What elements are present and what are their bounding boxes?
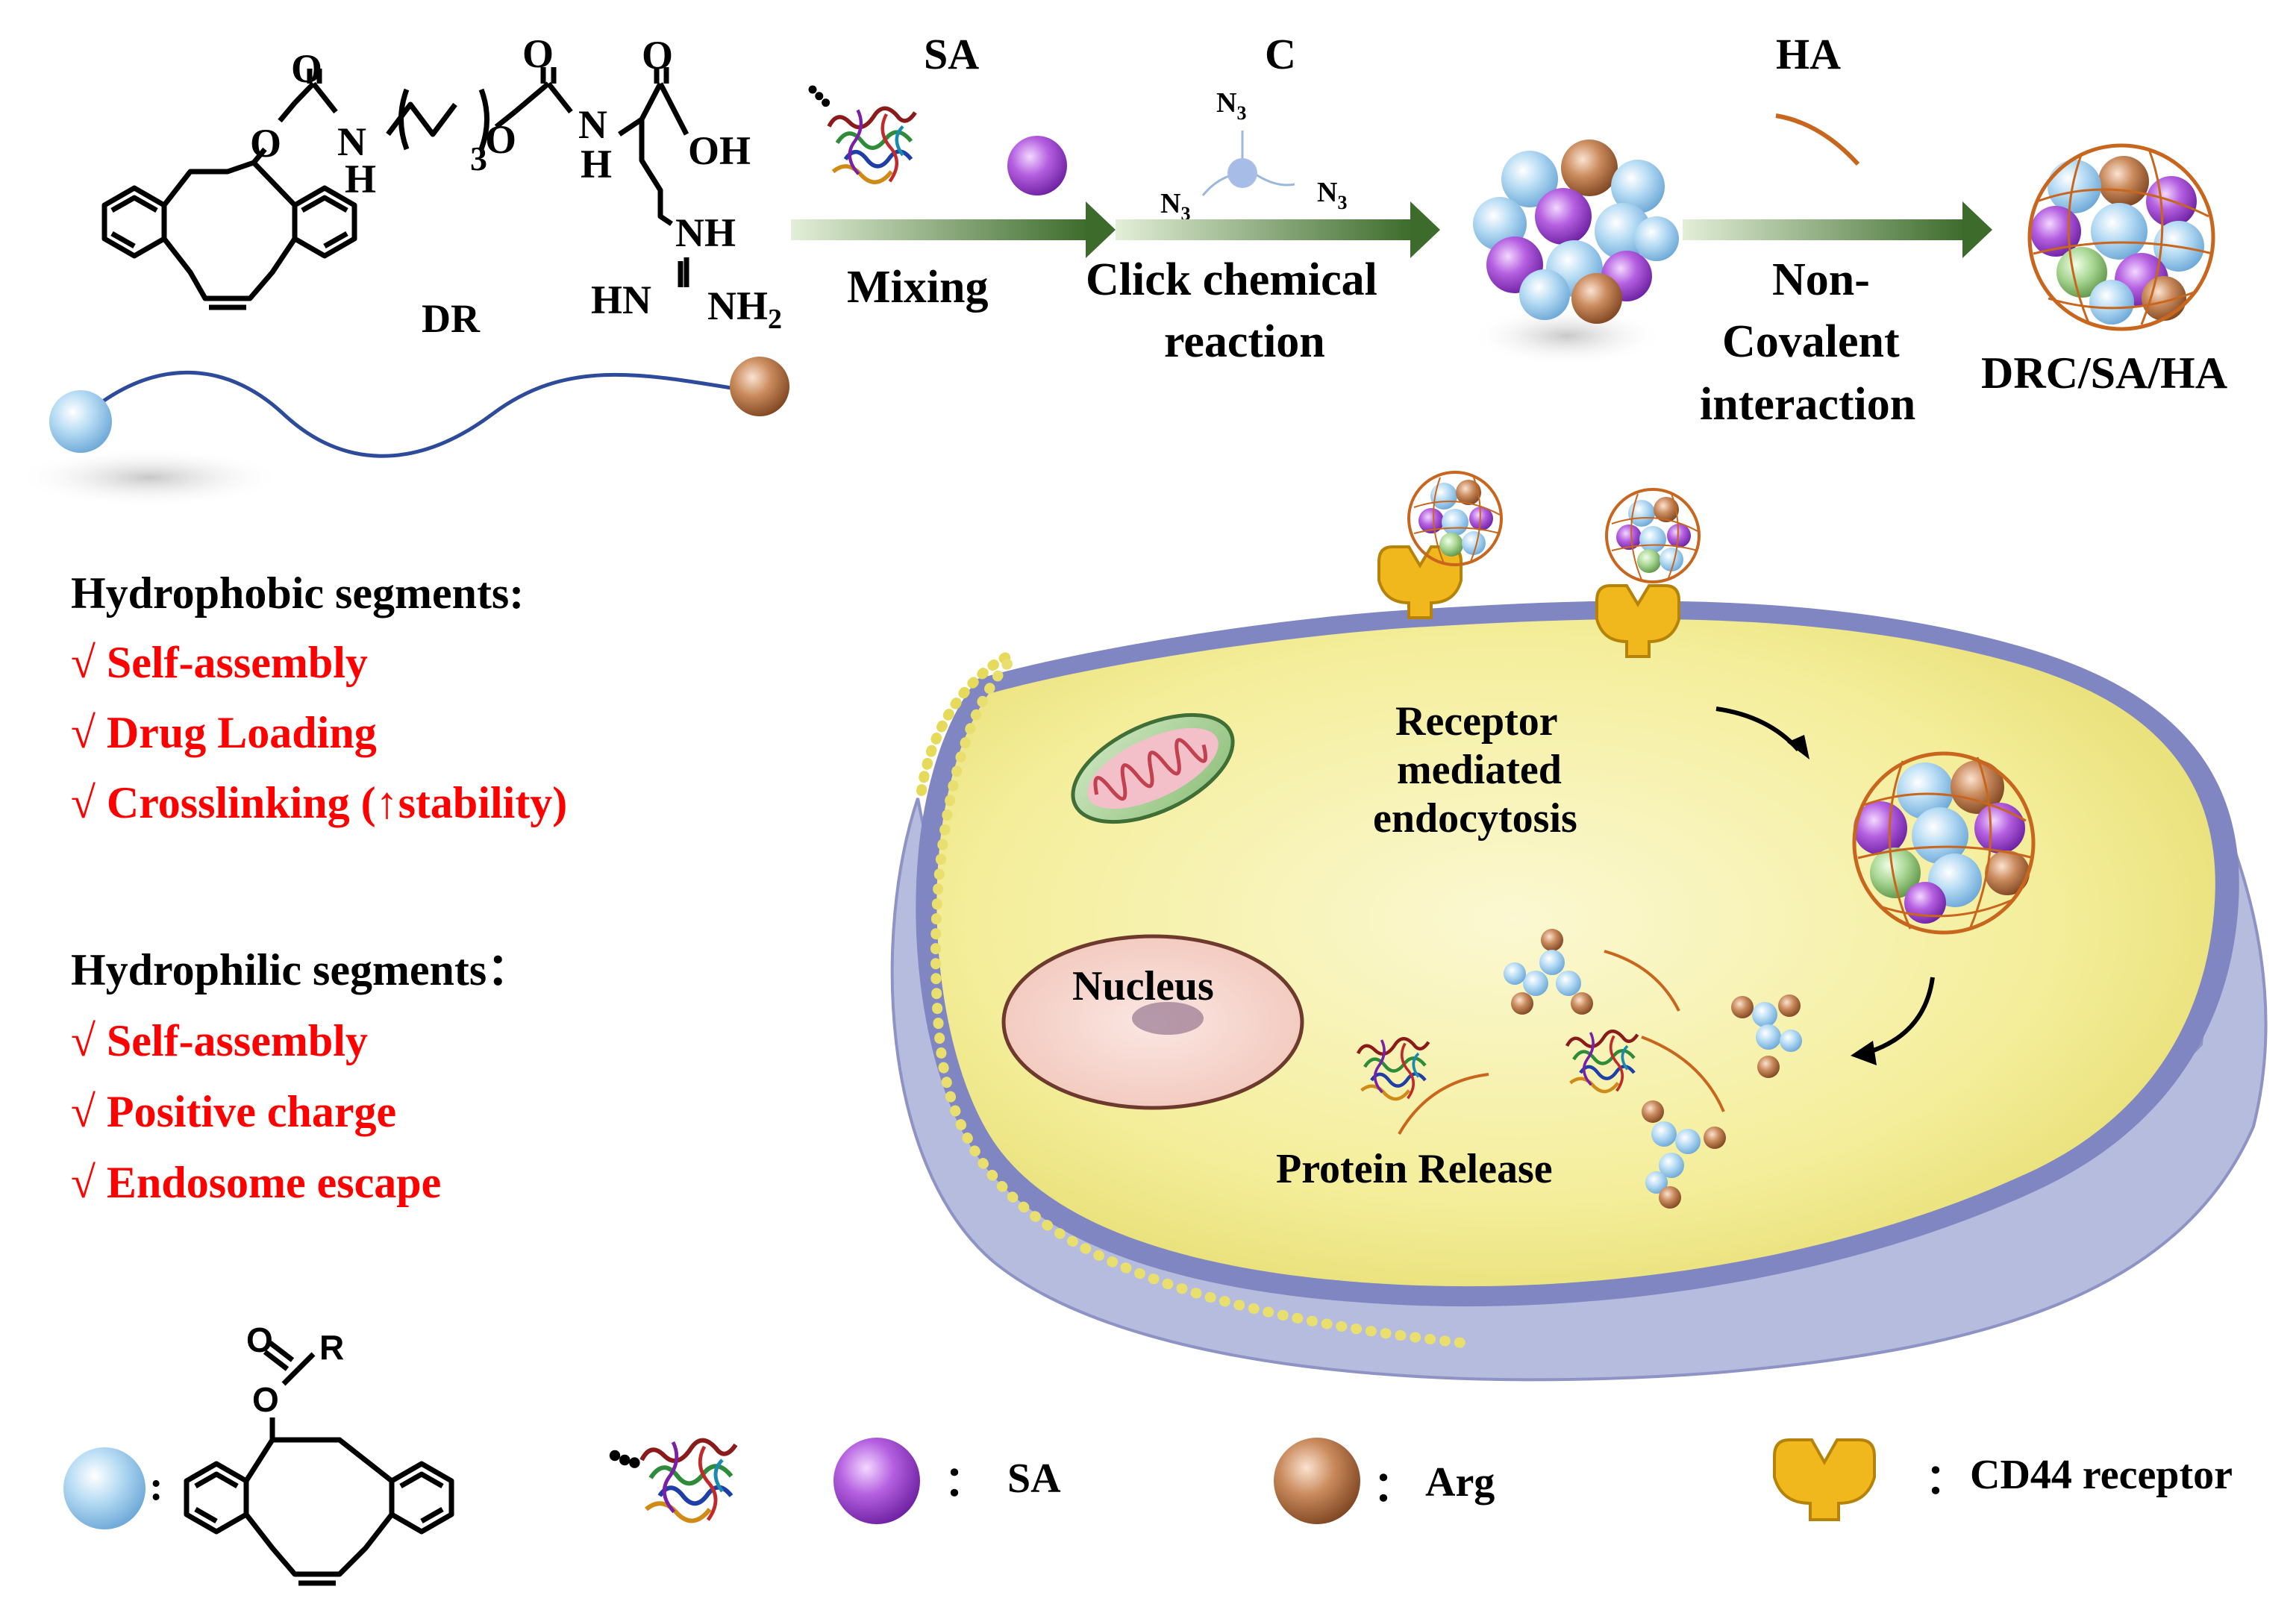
click-label: reaction xyxy=(1164,316,1325,367)
dr-molecule xyxy=(101,67,689,310)
endocytosis-label: endocytosis xyxy=(1373,795,1577,842)
legend-colon: ： xyxy=(944,1459,986,1506)
mitochondrion xyxy=(1071,712,1235,824)
bound-particle xyxy=(1407,471,1503,566)
click-label: Click chemical xyxy=(1086,254,1377,305)
atom-o: O xyxy=(642,33,673,78)
sa-reagent: SA xyxy=(808,30,1067,195)
legend-colon: ： xyxy=(1373,1464,1415,1511)
legend-colon: : xyxy=(149,1463,163,1509)
nanoparticle-cluster xyxy=(1470,140,1679,366)
endocytosis-label: Receptor xyxy=(1395,698,1558,745)
atom-o: O xyxy=(485,117,516,162)
curved-arrow xyxy=(1868,977,1935,1054)
ha-reagent: HA xyxy=(1775,30,1860,166)
legend-colon: ： xyxy=(1925,1457,1967,1503)
dr-label: DR xyxy=(422,296,481,341)
c-label: C xyxy=(1265,30,1296,78)
crosslinker-c: C N3 N3 N3 xyxy=(1160,30,1347,225)
legend-o-atom: O xyxy=(252,1380,279,1419)
azide-label: N3 xyxy=(1216,87,1246,124)
atom-o: O xyxy=(250,121,281,166)
hydrophilic-title: Hydrophilic segments： xyxy=(71,945,531,994)
ha-fragment xyxy=(1604,950,1680,1012)
polymer-backbone xyxy=(81,370,754,458)
released-trimer xyxy=(1504,929,1593,1015)
drc-sa-ha-particle: DRC/SA/HA xyxy=(1981,143,2227,398)
dr-molecule-labels: O O N H 3 O O N H O OH NH HN NH2 DR xyxy=(250,31,782,341)
azide-label: N3 xyxy=(1317,177,1347,213)
nucleus: Nucleus xyxy=(1001,934,1304,1110)
membrane-lipids xyxy=(930,659,1468,1348)
sa-sphere xyxy=(1007,136,1067,195)
atom-n: N xyxy=(337,119,366,164)
noncovalent-label: Non- xyxy=(1772,254,1870,305)
ha-strand-icon xyxy=(1775,113,1860,166)
azide-label: N3 xyxy=(1160,188,1190,225)
legend-cd44-receptor-icon xyxy=(1773,1438,1876,1521)
internalized-particle xyxy=(1852,751,2036,935)
legend: : O O R ： SA ： Arg xyxy=(63,1321,2233,1586)
legend-arg-label: Arg xyxy=(1425,1459,1495,1506)
ha-label: HA xyxy=(1776,30,1841,78)
hydroxyl: OH xyxy=(688,128,751,173)
bound-particle xyxy=(1605,488,1701,583)
atom-o: O xyxy=(522,31,554,76)
legend-cd44-label: CD44 receptor xyxy=(1970,1452,2233,1498)
ha-fragment xyxy=(1641,1036,1725,1112)
amine-nh: NH xyxy=(675,210,736,255)
arg-bead xyxy=(730,357,789,416)
atom-h: H xyxy=(345,157,376,201)
atom-o: O xyxy=(291,46,322,91)
released-trimer xyxy=(1642,1100,1726,1209)
hydrophilic-item: √ Positive charge xyxy=(71,1087,396,1136)
noncovalent-label: interaction xyxy=(1700,379,1915,430)
hydrophilic-item: √ Self-assembly xyxy=(71,1016,368,1065)
mixing-arrow: Mixing xyxy=(791,201,1116,313)
hydrophilic-item: √ Endosome escape xyxy=(71,1158,441,1207)
atom-n: N xyxy=(578,102,607,147)
hydrophobic-item: √ Drug Loading xyxy=(71,708,377,757)
crosslinker-core xyxy=(1227,158,1257,188)
legend-dbco-structure xyxy=(184,1341,454,1586)
hydrophobic-item: √ Self-assembly xyxy=(71,638,368,687)
endocytosis-label: mediated xyxy=(1397,747,1562,793)
amine-hn: HN xyxy=(591,278,651,322)
cd44-receptor xyxy=(1377,545,1463,619)
released-trimer xyxy=(1731,994,1802,1078)
legend-sa-protein-icon xyxy=(609,1441,736,1521)
hydrophobic-list: Hydrophobic segments: √ Self-assembly √ … xyxy=(71,568,567,827)
hydrophobic-bead xyxy=(49,390,112,453)
ha-fragment xyxy=(1398,1073,1489,1135)
noncovalent-arrow: Non- Covalent interaction xyxy=(1683,201,1992,430)
cell: Nucleus Receptor mediated endocytosis xyxy=(890,471,2268,1382)
sa-label: SA xyxy=(924,30,979,78)
noncovalent-label: Covalent xyxy=(1722,316,1900,367)
dr-chain xyxy=(15,357,789,507)
atom-h: H xyxy=(581,142,612,187)
click-arrow: Click chemical reaction xyxy=(1086,201,1440,367)
product-label: DRC/SA/HA xyxy=(1981,348,2227,398)
nucleus-label: Nucleus xyxy=(1072,963,1214,1009)
subscript-3: 3 xyxy=(470,140,487,178)
legend-hydrophobic-bead xyxy=(63,1447,146,1529)
amine-nh2: NH2 xyxy=(707,283,782,335)
cd44-receptor xyxy=(1595,584,1680,658)
legend-sa-sphere xyxy=(833,1438,920,1524)
legend-r-group: R xyxy=(319,1328,344,1367)
sa-protein-icon xyxy=(808,85,916,183)
legend-sa-label: SA xyxy=(1007,1456,1061,1502)
hydrophilic-list: Hydrophilic segments： √ Self-assembly √ … xyxy=(71,945,531,1207)
hydrophobic-title: Hydrophobic segments: xyxy=(71,568,524,618)
hydrophobic-item: √ Crosslinking (↑stability) xyxy=(71,778,567,827)
legend-o-atom: O xyxy=(246,1321,273,1359)
protein-release-label: Protein Release xyxy=(1276,1146,1553,1192)
mixing-label: Mixing xyxy=(847,262,988,313)
legend-arg-bead xyxy=(1274,1438,1360,1524)
